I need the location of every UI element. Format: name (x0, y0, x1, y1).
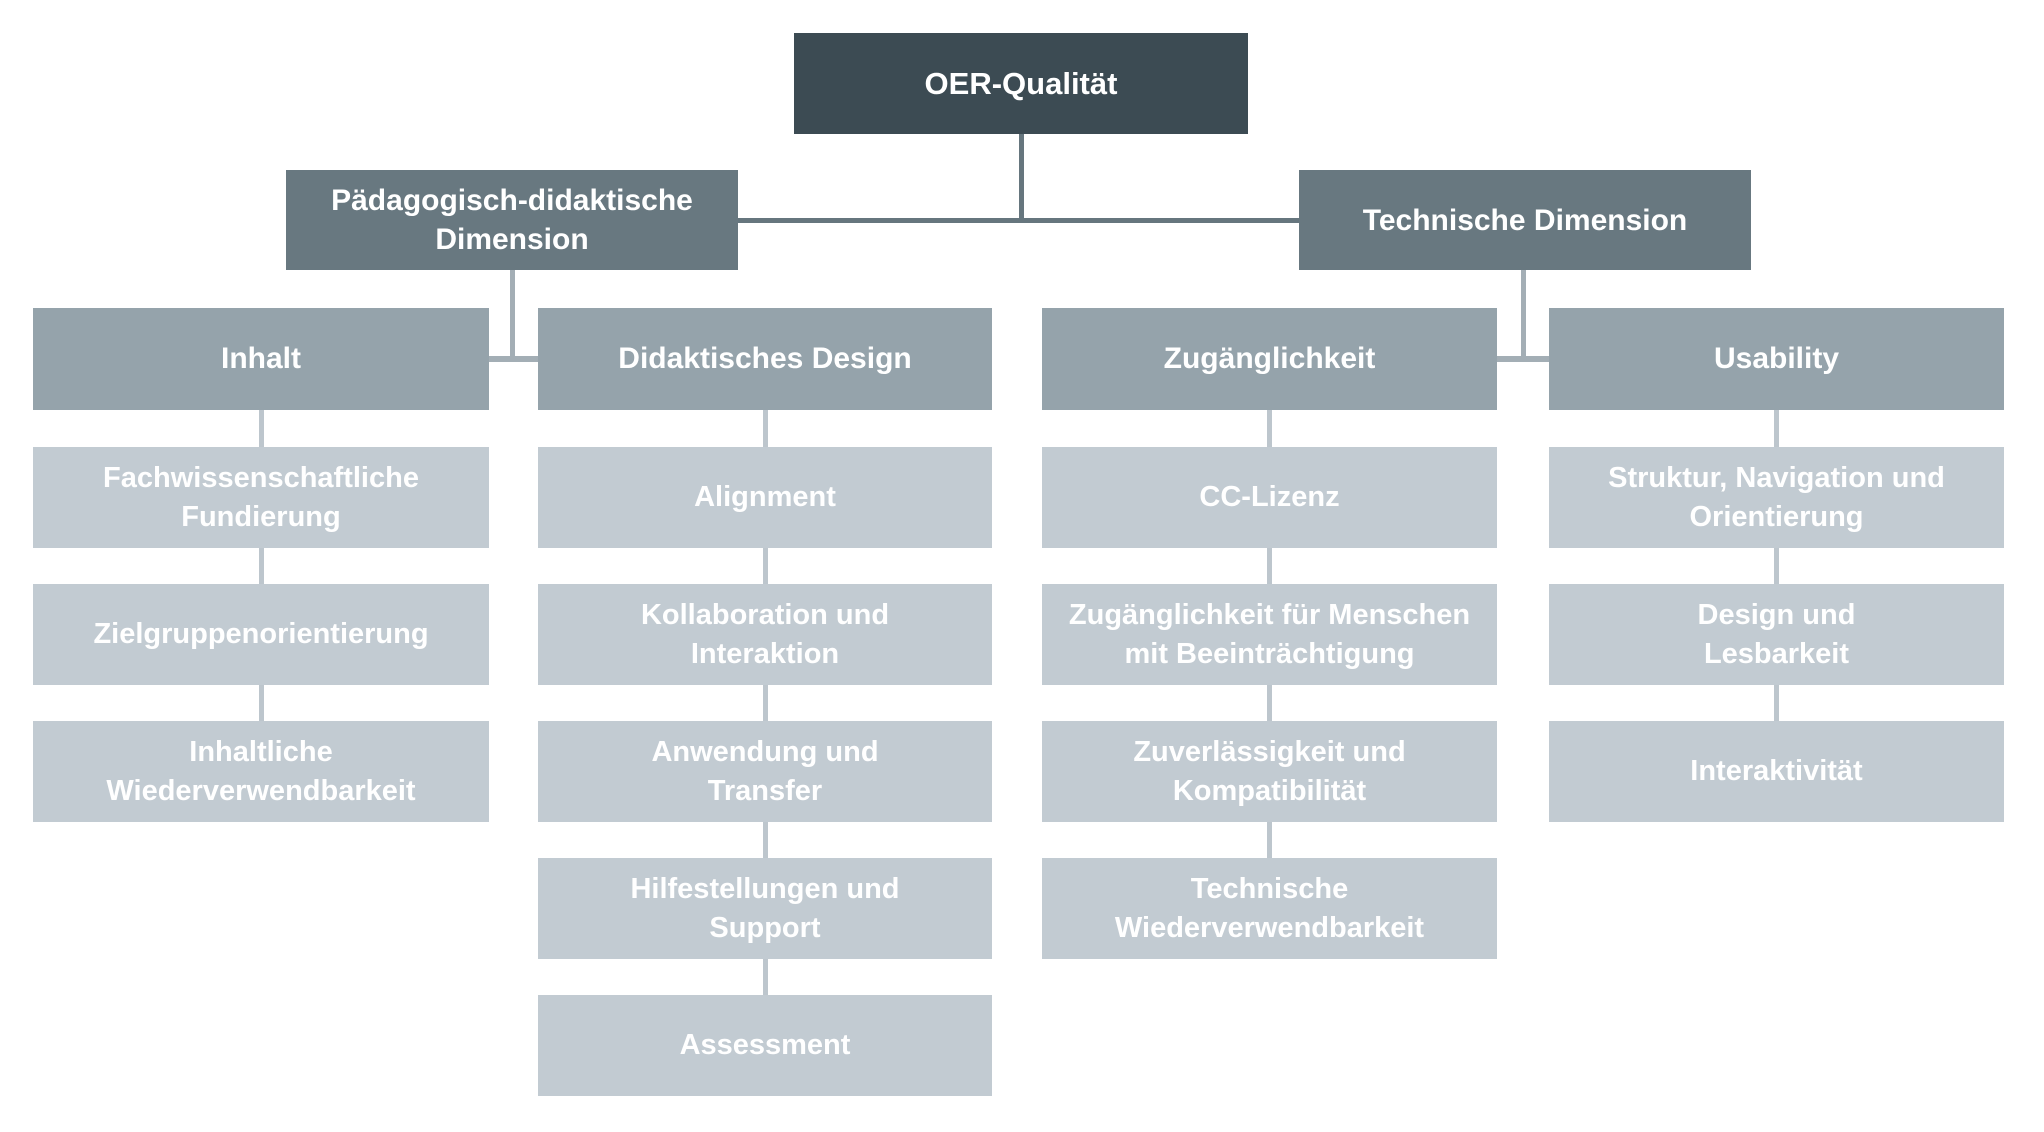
node-item-struktur-navigation-orientierung: Struktur, Navigation und Orientierung (1549, 447, 2004, 548)
connector-dimensions-horizontal (738, 218, 1301, 223)
connector-line (763, 685, 768, 721)
node-dimension-technisch: Technische Dimension (1299, 170, 1751, 270)
connector-line (259, 685, 264, 721)
node-item-hilfestellungen-und-support: Hilfestellungen und Support (538, 858, 992, 959)
node-item-cc-lizenz: CC-Lizenz (1042, 447, 1497, 548)
node-item-zielgruppenorientierung: Zielgruppenorientierung (33, 584, 489, 685)
node-item-technische-wiederverwendbarkeit: Technische Wiederverwendbarkeit (1042, 858, 1497, 959)
node-item-zuverlaessigkeit-und-kompatibilitaet: Zuverlässigkeit und Kompatibilität (1042, 721, 1497, 822)
connector-line (1267, 822, 1272, 858)
node-item-zugaenglichkeit-fuer-menschen: Zugänglichkeit für Menschen mit Beeinträ… (1042, 584, 1497, 685)
node-item-design-und-lesbarkeit: Design und Lesbarkeit (1549, 584, 2004, 685)
connector-line (763, 959, 768, 995)
connector-line (1774, 548, 1779, 584)
connector-line (763, 410, 768, 447)
connector-line (1774, 685, 1779, 721)
connector-line (763, 548, 768, 584)
connector-line (1774, 410, 1779, 447)
node-item-kollaboration-und-interaktion: Kollaboration und Interaktion (538, 584, 992, 685)
node-category-zugaenglichkeit: Zugänglichkeit (1042, 308, 1497, 410)
connector-line (763, 822, 768, 858)
node-item-inhaltliche-wiederverwendbarkeit: Inhaltliche Wiederverwendbarkeit (33, 721, 489, 822)
connector-technisch-drop (1521, 270, 1526, 359)
connector-paedagogisch-tee (489, 356, 538, 362)
connector-line (1267, 685, 1272, 721)
node-item-fachwissenschaftliche-fundierung: Fachwissenschaftliche Fundierung (33, 447, 489, 548)
node-root-oer-qualitaet: OER-Qualität (794, 33, 1248, 134)
connector-line (1267, 410, 1272, 447)
connector-line (259, 410, 264, 447)
node-item-assessment: Assessment (538, 995, 992, 1096)
connector-root-drop (1019, 134, 1024, 223)
connector-technisch-tee (1497, 356, 1549, 362)
node-item-interaktivitaet: Interaktivität (1549, 721, 2004, 822)
node-category-didaktisches-design: Didaktisches Design (538, 308, 992, 410)
node-category-usability: Usability (1549, 308, 2004, 410)
node-item-alignment: Alignment (538, 447, 992, 548)
connector-line (259, 548, 264, 584)
connector-line (1267, 548, 1272, 584)
node-category-inhalt: Inhalt (33, 308, 489, 410)
node-dimension-paedagogisch-didaktisch: Pädagogisch-didaktische Dimension (286, 170, 738, 270)
node-item-anwendung-und-transfer: Anwendung und Transfer (538, 721, 992, 822)
connector-paedagogisch-drop (510, 270, 515, 359)
